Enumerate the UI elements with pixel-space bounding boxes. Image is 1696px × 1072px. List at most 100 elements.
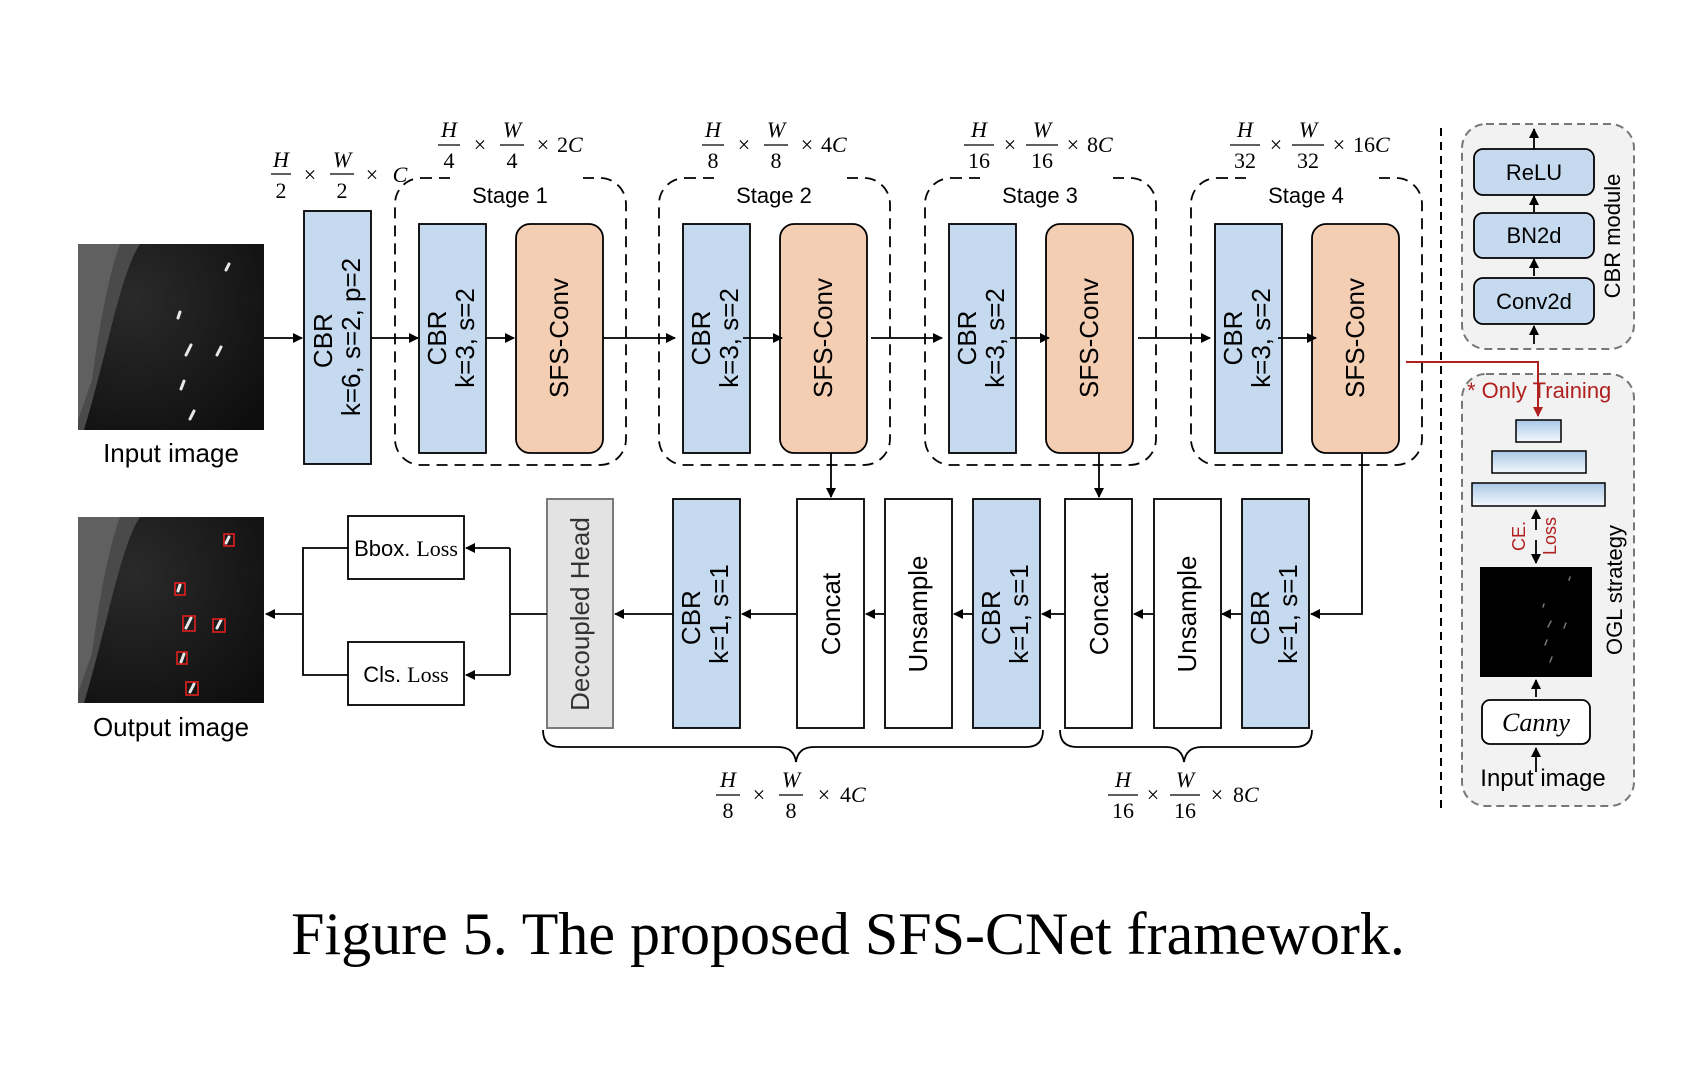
svg-text:8: 8 — [723, 798, 734, 823]
detection-boxes — [174, 533, 235, 696]
svg-text:×: × — [1333, 132, 1345, 157]
svg-text:Unsample: Unsample — [903, 555, 933, 672]
stage-frame — [924, 177, 1157, 466]
stage-cbr-label: CBRk=3, s=2 — [952, 288, 1010, 388]
svg-text:Loss: Loss — [1540, 517, 1560, 555]
stage-cbr-label: CBRk=3, s=2 — [1218, 288, 1276, 388]
svg-text:Unsample: Unsample — [1172, 555, 1202, 672]
svg-text:8C: 8C — [1233, 782, 1259, 807]
svg-text:CBR k=6, s=2, p=2: CBR k=6, s=2, p=2 — [308, 258, 366, 416]
decoupled-head-block: Decoupled Head — [546, 498, 614, 729]
svg-text:×: × — [1270, 132, 1282, 157]
svg-text:Bbox.Loss: Bbox.Loss — [354, 536, 458, 561]
svg-text:H: H — [1114, 767, 1132, 792]
svg-text:Conv2d: Conv2d — [1496, 289, 1572, 314]
svg-text:Cls.Loss: Cls.Loss — [363, 662, 448, 687]
svg-text:W: W — [1033, 117, 1053, 142]
svg-text:×: × — [1004, 132, 1016, 157]
svg-text:BN2d: BN2d — [1506, 223, 1561, 248]
svg-text:8: 8 — [771, 148, 782, 173]
stage-frame — [658, 177, 891, 466]
svg-text:CBR k=1, s=1: CBR k=1, s=1 — [976, 564, 1034, 664]
svg-text:×: × — [818, 782, 830, 807]
first-cbr-block: CBR k=6, s=2, p=2 — [303, 210, 372, 465]
svg-text:CBR module: CBR module — [1600, 174, 1625, 299]
stage-sfs-conv-label: SFS-Conv — [544, 278, 574, 398]
stage-dimension: H8×W8×4C — [702, 117, 847, 173]
cbr-k1-block-middle: CBR k=1, s=1 — [972, 498, 1041, 729]
cls-loss-box: Cls.Loss — [347, 641, 465, 706]
stage-label: Stage 2 — [736, 183, 812, 208]
brace-dimension-right: H 16 × W 16 × 8C — [1108, 767, 1259, 823]
input-image-label: Input image — [103, 438, 239, 468]
stage-frame — [394, 177, 627, 466]
svg-text:C: C — [393, 162, 408, 187]
conv2d-block — [1473, 277, 1595, 325]
svg-text:W: W — [333, 147, 353, 172]
upsample-block-left: Unsample — [884, 498, 953, 729]
svg-text:16: 16 — [1031, 148, 1053, 173]
svg-text:16: 16 — [1112, 798, 1134, 823]
upsample-block-right: Unsample — [1153, 498, 1222, 729]
svg-text:×: × — [753, 782, 765, 807]
svg-text:16C: 16C — [1353, 132, 1390, 157]
figure-caption: Figure 5. The proposed SFS-CNet framewor… — [291, 901, 1405, 967]
stage-sfs-conv-label: SFS-Conv — [1340, 278, 1370, 398]
svg-text:Concat: Concat — [816, 572, 846, 655]
first-cbr-dimension: H 2 × W 2 × C — [271, 147, 408, 203]
decoder-layer-3 — [1471, 482, 1606, 507]
svg-text:×: × — [537, 132, 549, 157]
cbr-k1-block-left: CBR k=1, s=1 — [672, 498, 741, 729]
cbr-k1-block-right: CBR k=1, s=1 — [1241, 498, 1310, 729]
svg-text:16: 16 — [1174, 798, 1196, 823]
svg-text:H: H — [440, 117, 458, 142]
concat-block-right: Concat — [1064, 498, 1133, 729]
svg-text:32: 32 — [1234, 148, 1256, 173]
feature-braces — [542, 729, 1313, 763]
only-training-note: * Only Training — [1467, 378, 1611, 403]
svg-text:Canny: Canny — [1502, 708, 1570, 737]
svg-text:W: W — [503, 117, 523, 142]
canny-block — [1481, 699, 1591, 745]
svg-text:4C: 4C — [840, 782, 866, 807]
svg-text:4: 4 — [507, 148, 518, 173]
svg-text:H: H — [704, 117, 722, 142]
stage-sfs-conv-label: SFS-Conv — [808, 278, 838, 398]
decoder-layer-1 — [1515, 419, 1562, 443]
svg-text:4C: 4C — [821, 132, 847, 157]
svg-text:OGL strategy: OGL strategy — [1602, 525, 1627, 655]
stage-cbr-label: CBRk=3, s=2 — [686, 288, 744, 388]
svg-text:W: W — [1176, 767, 1196, 792]
edge-map-image — [1480, 567, 1592, 677]
svg-text:×: × — [801, 132, 813, 157]
svg-text:2: 2 — [276, 178, 287, 203]
stage-dimension: H4×W4×2C — [438, 117, 583, 173]
svg-text:CBR k=1, s=1: CBR k=1, s=1 — [676, 564, 734, 664]
skip-arrows — [826, 453, 1363, 619]
concat-block-left: Concat — [796, 498, 865, 729]
svg-text:W: W — [767, 117, 787, 142]
svg-text:8: 8 — [786, 798, 797, 823]
bn2d-block — [1473, 212, 1595, 259]
stage-cbr-block — [418, 223, 487, 454]
training-path-arrow — [1406, 361, 1543, 417]
svg-text:×: × — [366, 162, 378, 187]
brace-dimension-left: H 8 × W 8 × 4C — [716, 767, 866, 823]
bbox-loss-box: Bbox.Loss — [347, 515, 465, 580]
svg-text:×: × — [1147, 782, 1159, 807]
stage-dimension: H32×W32×16C — [1230, 117, 1390, 173]
svg-text:H: H — [970, 117, 988, 142]
svg-text:CBR k=1, s=1: CBR k=1, s=1 — [1245, 564, 1303, 664]
svg-text:×: × — [474, 132, 486, 157]
stage-cbr-block — [682, 223, 751, 454]
ogl-strategy-panel: * Only Training OGL strategy CE. Loss Ca… — [1461, 373, 1635, 807]
ogl-input-label: Input image — [1480, 765, 1605, 792]
stage-label: Stage 1 — [472, 183, 548, 208]
stage-label: Stage 4 — [1268, 183, 1344, 208]
stage-cbr-label: CBRk=3, s=2 — [422, 288, 480, 388]
